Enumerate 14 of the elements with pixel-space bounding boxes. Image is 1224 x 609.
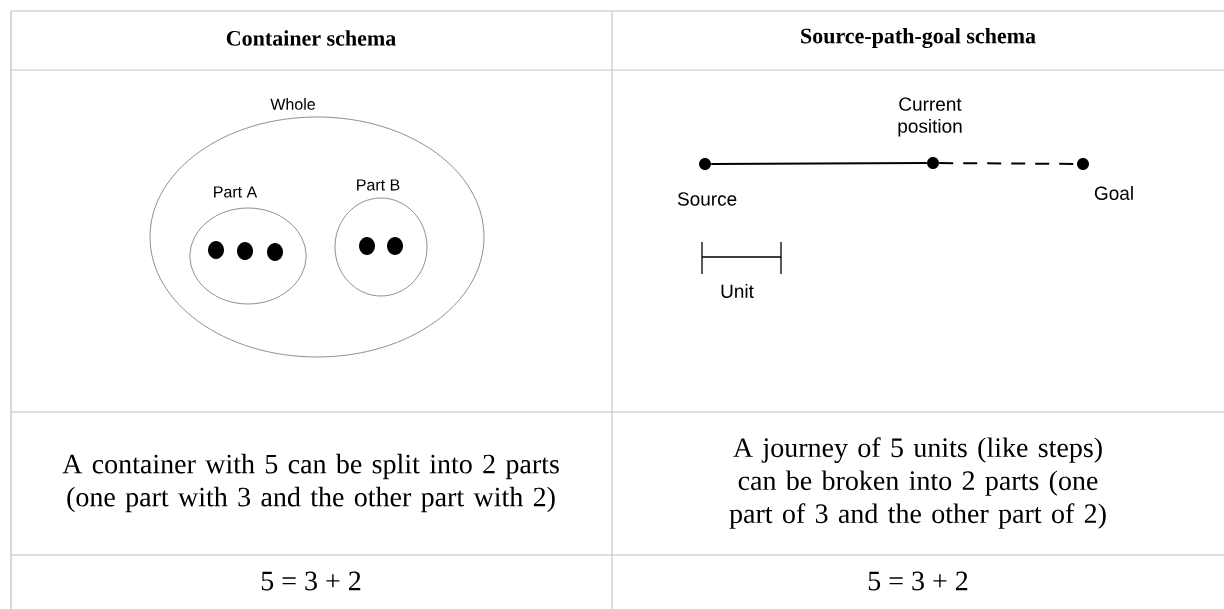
description-text: A container with 5 can be split into 2 parts (one part with 3 and the other part with 2): [62, 453, 559, 513]
point-label: Current position: [898, 97, 962, 137]
node-label: Whole: [270, 98, 315, 110]
point-label: Goal: [1094, 186, 1133, 200]
unit-label: Unit: [721, 284, 754, 298]
description-text: A journey of 5 units (like steps) can be broken into 2 parts (one part of 3 and the other part of 2): [729, 437, 1106, 529]
equation-text: 5 = 3 + 2: [261, 571, 361, 591]
point-label: Source: [677, 192, 737, 206]
path-line: [710, 162, 928, 165]
node-label: Part B: [357, 179, 400, 191]
column-header: Source-path-goal schema: [801, 27, 1036, 49]
node-label: Part A: [214, 186, 258, 198]
equation-text: 5 = 3 + 2: [868, 571, 968, 591]
column-header: Container schema: [226, 30, 396, 46]
